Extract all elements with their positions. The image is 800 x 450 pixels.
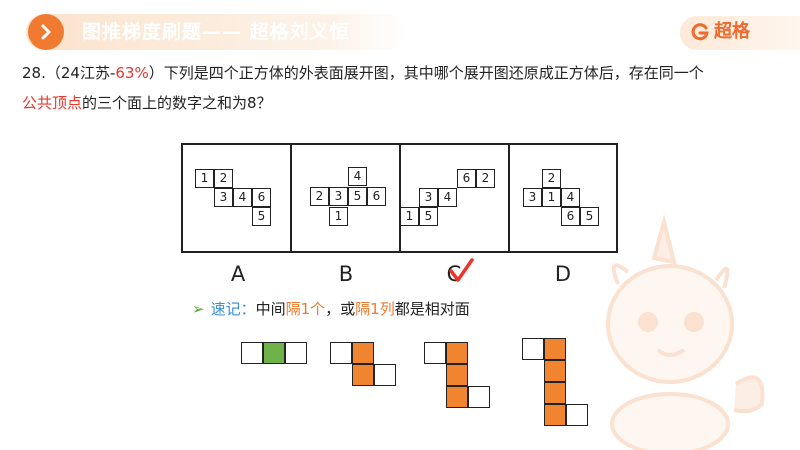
option-a-label[interactable]: A xyxy=(230,262,246,286)
memory-tip: ➢ 速记：中间隔1个，或隔1列都是相对面 xyxy=(192,298,470,320)
net-b-cell: 5 xyxy=(348,187,367,206)
shape-square-orange xyxy=(352,364,374,386)
tip-label: 速记： xyxy=(210,300,256,318)
tip-arrow-icon: ➢ xyxy=(192,300,205,318)
net-a-cell: 3 xyxy=(214,188,233,207)
net-d-cell: 4 xyxy=(561,188,580,207)
unicorn-mascot-icon xyxy=(606,214,765,450)
tip-text: ，或 xyxy=(325,300,356,318)
net-c-cell: 6 xyxy=(457,169,476,188)
tip-highlight: 隔1列 xyxy=(355,300,395,318)
shape-square-orange xyxy=(544,360,566,382)
question-text-2: 的三个面上的数字之和为8？ xyxy=(82,94,272,112)
shape-square xyxy=(424,342,446,364)
brand-logo: 超格 xyxy=(690,20,750,44)
brand-g-icon xyxy=(691,23,709,41)
shape-square xyxy=(374,364,396,386)
net-c-cell: 5 xyxy=(419,207,438,226)
accuracy-rate: 63% xyxy=(115,64,149,82)
net-b-cell: 2 xyxy=(310,187,329,206)
option-d-label[interactable]: D xyxy=(554,262,572,286)
panel-divider xyxy=(508,145,510,251)
net-a-cell: 6 xyxy=(252,188,271,207)
net-d-cell: 6 xyxy=(561,207,580,226)
shape-square-orange xyxy=(446,342,468,364)
net-b-cell: 4 xyxy=(348,167,367,186)
chevron-right-icon xyxy=(41,24,51,40)
net-a-cell: 5 xyxy=(252,207,271,226)
net-d-cell: 1 xyxy=(542,188,561,207)
shape-square xyxy=(330,342,352,364)
net-c-spacer xyxy=(457,188,476,207)
page-title: 图推梯度刷题—— 超格刘义恒 xyxy=(82,21,350,43)
shape-square xyxy=(468,386,490,408)
question-line-1: 28.（24江苏-63%）下列是四个正方体的外表面展开图，其中哪个展开图还原成正… xyxy=(22,62,704,84)
question-highlight: 公共顶点 xyxy=(22,94,83,112)
shape-square-orange xyxy=(544,338,566,360)
shape-square-green xyxy=(263,342,285,364)
option-b-label[interactable]: B xyxy=(338,262,354,286)
shape-square xyxy=(522,338,544,360)
panel-divider xyxy=(290,145,292,251)
shape-square-orange xyxy=(544,382,566,404)
net-c-cell: 3 xyxy=(419,188,438,207)
net-c-cell: 1 xyxy=(400,207,419,226)
shape-square-orange xyxy=(446,364,468,386)
cube-nets-figure: 1 2 3 4 6 5 4 2 3 5 6 1 6 2 3 4 1 5 2 3 … xyxy=(181,143,618,253)
net-d-cell: 3 xyxy=(523,188,542,207)
question-text: ）下列是四个正方体的外表面展开图，其中哪个展开图还原成正方体后，存在同一个 xyxy=(148,64,704,82)
net-b-cell: 1 xyxy=(329,207,348,226)
question-line-2: 公共顶点的三个面上的数字之和为8？ xyxy=(22,92,272,114)
tip-highlight: 隔1个 xyxy=(285,300,326,318)
net-d-cell: 5 xyxy=(580,207,599,226)
net-a-cell: 2 xyxy=(214,169,233,188)
shape-square xyxy=(566,404,588,426)
shape-square xyxy=(241,342,263,364)
tip-text: 都是相对面 xyxy=(394,300,470,318)
question-number: 28.（24江苏- xyxy=(22,64,116,82)
net-b-cell: 3 xyxy=(329,187,348,206)
tip-text: 中间 xyxy=(255,300,286,318)
net-c-cell: 2 xyxy=(476,169,495,188)
shape-square-orange xyxy=(352,342,374,364)
shape-square-orange xyxy=(446,386,468,408)
brand-name: 超格 xyxy=(714,21,750,42)
arrow-badge xyxy=(28,14,64,50)
net-a-cell: 1 xyxy=(195,169,214,188)
net-b-cell: 6 xyxy=(367,187,386,206)
header-bar: 图推梯度刷题—— 超格刘义恒 超格 xyxy=(0,0,800,56)
net-c-cell: 4 xyxy=(438,188,457,207)
shape-square-orange xyxy=(544,404,566,426)
shape-square xyxy=(285,342,307,364)
title-banner xyxy=(26,14,406,50)
checkmark-icon xyxy=(449,258,474,282)
net-a-cell: 4 xyxy=(233,188,252,207)
net-d-cell: 2 xyxy=(542,169,561,188)
panel-divider xyxy=(399,145,401,251)
